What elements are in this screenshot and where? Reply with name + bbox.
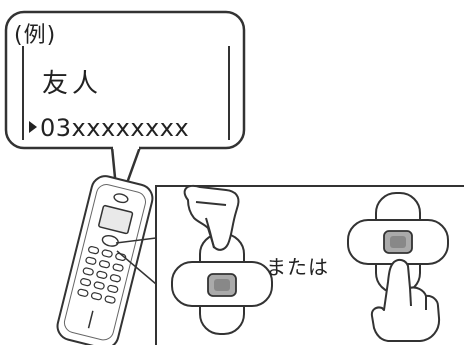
example-label: (例) [14, 23, 57, 48]
or-label: または [266, 255, 329, 279]
contact-number: 03xxxxxxxx [40, 114, 190, 142]
hand-pointer-icon [183, 184, 240, 251]
hand-pointer-icon [370, 258, 441, 342]
cordless-handset-icon [56, 175, 154, 345]
callout-lines [115, 237, 157, 285]
inset-panel-frame [155, 185, 464, 345]
contact-name: 友人 [42, 69, 103, 99]
cursor-arrow-icon [29, 121, 37, 133]
